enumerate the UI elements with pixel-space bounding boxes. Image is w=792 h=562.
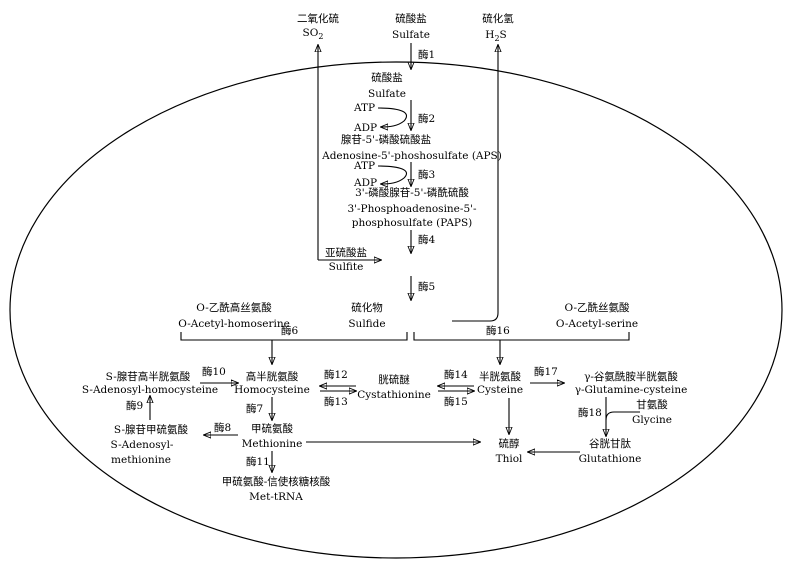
enzyme-13-label: 酶13	[324, 395, 348, 408]
enzyme-6-bracket	[180, 332, 408, 341]
enzyme-16-label: 酶16	[486, 324, 510, 337]
so2-label-cn: 二氧化硫	[297, 12, 339, 25]
sulfate-in-label-en: Sulfate	[368, 88, 406, 100]
oahs-label-en: O-Acetyl-homoserine	[178, 318, 290, 330]
enzyme-4-label: 酶4	[418, 233, 435, 246]
gglc-label-cn: γ-谷氨酰胺半胱氨酸	[584, 370, 678, 383]
adp-label-2: ADP	[353, 177, 377, 189]
enzyme-18-label: 酶18	[578, 406, 602, 419]
enzyme-17-label: 酶17	[534, 365, 558, 378]
gsh-label-en: Glutathione	[579, 453, 642, 465]
methionine-label-en: Methionine	[242, 438, 303, 450]
h2s-label-en: H2S	[485, 29, 506, 43]
glycine-label-cn: 甘氨酸	[636, 398, 668, 411]
sulfate-in-label-cn: 硫酸盐	[371, 71, 403, 84]
sulfate-out-label-cn: 硫酸盐	[395, 12, 427, 25]
paps-label-cn: 3'-磷酸腺苷-5'-磷酰硫酸	[355, 186, 469, 199]
gsh-label-cn: 谷胱甘肽	[589, 437, 631, 450]
h2s-label-cn: 硫化氢	[482, 12, 514, 25]
aps-label-cn: 腺苷-5'-磷酸硫酸盐	[341, 133, 431, 146]
gglc-label-en: γ-Glutamine-cysteine	[575, 384, 688, 396]
enzyme-16-bracket	[413, 332, 630, 341]
atp-adp-loop-2	[377, 165, 407, 184]
oas-label-cn: O-乙酰丝氨酸	[564, 301, 630, 314]
enzyme-1-label: 酶1	[418, 48, 435, 61]
atp-label-1: ATP	[353, 102, 375, 114]
cell-membrane	[9, 61, 783, 559]
homocysteine-label-en: Homocysteine	[234, 384, 310, 396]
sulfite-label-en: Sulfite	[329, 261, 364, 273]
enzyme-7-label: 酶7	[246, 402, 263, 415]
adp-label-1: ADP	[353, 122, 377, 134]
enzyme-14-label: 酶14	[444, 368, 468, 381]
aps-label-en: Adenosine-5'-phoshosulfate (APS)	[321, 150, 502, 162]
atp-label-2: ATP	[353, 160, 375, 172]
mettrna-label-cn: 甲硫氨酸-信使核糖核酸	[222, 475, 331, 488]
cystathionine-label-cn: 胱硫醚	[378, 373, 410, 386]
sah-label-cn: S-腺苷高半胱氨酸	[106, 370, 191, 383]
sam-label-en-2: methionine	[111, 454, 171, 466]
sulfide-label-en: Sulfide	[348, 318, 385, 330]
enzyme-10-label: 酶10	[202, 365, 226, 378]
sah-label-en: S-Adenosyl-homocysteine	[82, 384, 218, 396]
homocysteine-label-cn: 高半胱氨酸	[246, 370, 299, 383]
enzyme-9-label: 酶9	[126, 399, 143, 412]
sam-label-cn: S-腺苷甲硫氨酸	[114, 423, 189, 436]
sulfite-label-cn: 亚硫酸盐	[325, 246, 367, 259]
cysteine-label-en: Cysteine	[477, 384, 523, 396]
sulfide-label-cn: 硫化物	[351, 301, 383, 314]
enzyme-8-label: 酶8	[214, 421, 231, 434]
enzyme-5-label: 酶5	[418, 280, 435, 293]
mettrna-label-en: Met-tRNA	[249, 491, 303, 503]
thiol-label-cn: 硫醇	[499, 437, 520, 450]
enzyme-3-label: 酶3	[418, 168, 435, 181]
so2-label-en: SO2	[303, 27, 324, 41]
h2s-efflux-line	[452, 45, 498, 322]
sulfate-out-label-en: Sulfate	[392, 29, 430, 41]
thiol-label-en: Thiol	[496, 453, 523, 465]
cysteine-label-cn: 半胱氨酸	[479, 370, 521, 383]
cystathionine-label-en: Cystathionine	[357, 389, 431, 401]
oahs-label-cn: O-乙酰高丝氨酸	[196, 301, 272, 314]
enzyme-2-label: 酶2	[418, 112, 435, 125]
sam-label-en-1: S-Adenosyl-	[111, 439, 174, 451]
paps-label-en-1: 3'-Phosphoadenosine-5'-	[347, 203, 477, 215]
glycine-label-en: Glycine	[632, 414, 672, 426]
paps-label-en-2: phosphosulfate (PAPS)	[352, 217, 473, 229]
methionine-label-cn: 甲硫氨酸	[251, 422, 293, 435]
enzyme-15-label: 酶15	[444, 395, 468, 408]
enzyme-12-label: 酶12	[324, 368, 348, 381]
oas-label-en: O-Acetyl-serine	[556, 318, 638, 330]
enzyme-11-label: 酶11	[246, 455, 270, 468]
atp-adp-loop-1	[377, 107, 407, 127]
enzyme-6-label: 酶6	[281, 324, 298, 337]
